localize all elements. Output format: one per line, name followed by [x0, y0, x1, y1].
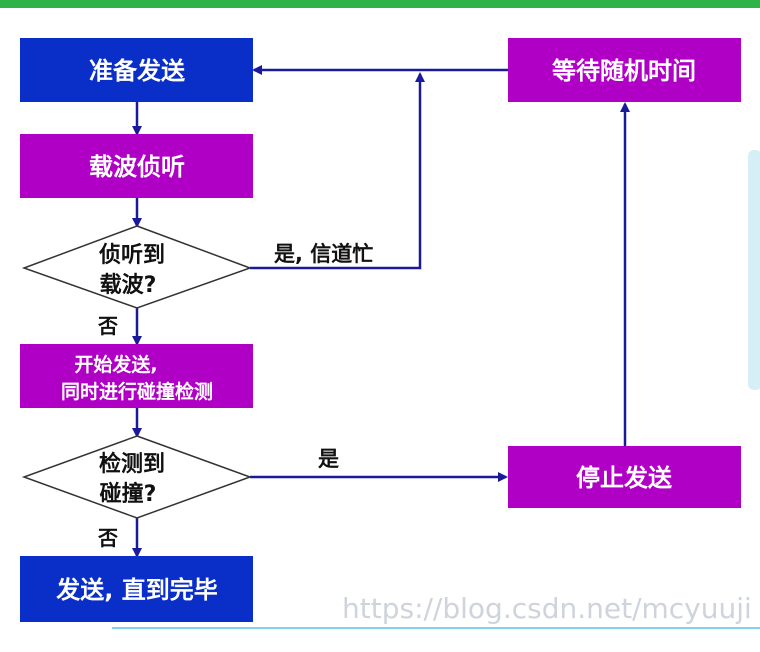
edge-label-yes-2: 是	[318, 447, 339, 471]
node-send-until-done: 发送, 直到完毕	[20, 556, 253, 622]
node-wait-random-label: 等待随机时间	[552, 57, 696, 85]
decision-carrier-sensed-line1: 侦听到	[99, 242, 165, 268]
decision-collision: 检测到 碰撞?	[21, 435, 253, 519]
node-stop-sending: 停止发送	[508, 446, 741, 508]
node-carrier-sense: 载波侦听	[20, 134, 253, 198]
edge-label-no-2: 否	[97, 526, 118, 550]
watermark: https://blog.csdn.net/mcyuuji	[342, 592, 752, 625]
decision-carrier-sensed-line2: 载波?	[100, 272, 157, 298]
node-start-sending: 开始发送, 同时进行碰撞检测	[20, 344, 253, 408]
node-stop-sending-label: 停止发送	[576, 464, 673, 492]
node-carrier-sense-label: 载波侦听	[89, 153, 185, 181]
node-start-sending-line2: 同时进行碰撞检测	[61, 380, 213, 403]
decision-collision-line2: 碰撞?	[100, 481, 157, 507]
arrow-decision1-yes	[250, 72, 425, 270]
edge-label-no-1: 否	[97, 314, 118, 338]
node-send-until-done-label: 发送, 直到完毕	[55, 576, 217, 604]
side-panel	[748, 150, 760, 390]
edge-label-busy: 是, 信道忙	[274, 242, 373, 266]
node-wait-random: 等待随机时间	[508, 38, 741, 102]
top-bar	[0, 0, 760, 8]
node-prepare: 准备发送	[20, 38, 253, 102]
decision-collision-line1: 检测到	[99, 451, 165, 477]
bottom-line	[112, 627, 760, 629]
node-prepare-label: 准备发送	[89, 57, 186, 85]
node-start-sending-line1: 开始发送,	[74, 353, 157, 376]
connectors	[132, 65, 630, 558]
decision-carrier-sensed: 侦听到 载波?	[21, 225, 253, 309]
